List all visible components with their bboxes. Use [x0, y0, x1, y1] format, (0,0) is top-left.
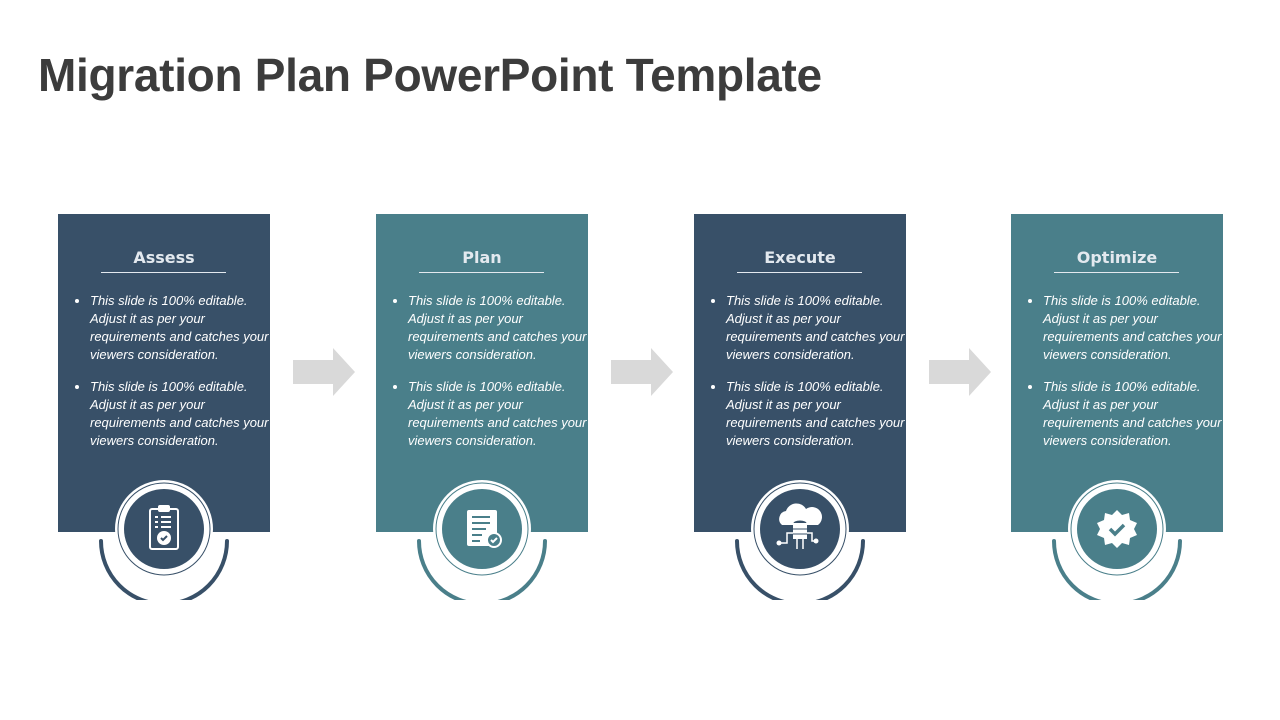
document-check-icon [467, 510, 502, 548]
bullet-list: This slide is 100% editable. Adjust it a… [72, 292, 270, 464]
step-title: Optimize [1076, 248, 1158, 267]
verified-badge-icon [1097, 510, 1137, 548]
step-card-assess: Assess This slide is 100% editable. Adju… [58, 214, 270, 532]
step-badge [1052, 480, 1182, 600]
bullet-item: This slide is 100% editable. Adjust it a… [1043, 292, 1223, 364]
step-badge [417, 480, 547, 600]
clipboard-check-icon [149, 505, 179, 550]
decorative-arc [735, 539, 865, 600]
decorative-arc [417, 539, 547, 600]
cloud-database-icon [776, 503, 822, 549]
bullet-item: This slide is 100% editable. Adjust it a… [90, 292, 270, 364]
bullet-item: This slide is 100% editable. Adjust it a… [408, 292, 588, 364]
arrow-right-icon [929, 348, 991, 396]
page-title: Migration Plan PowerPoint Template [38, 49, 822, 101]
step-card-optimize: Optimize This slide is 100% editable. Ad… [1011, 214, 1223, 532]
bullet-list: This slide is 100% editable. Adjust it a… [390, 292, 588, 464]
step-badge [99, 480, 229, 600]
step-card-plan: Plan This slide is 100% editable. Adjust… [376, 214, 588, 532]
title-underline [1054, 272, 1179, 273]
arrow-right-icon [293, 348, 355, 396]
title-underline [737, 272, 862, 273]
step-title: Execute [764, 248, 836, 267]
bullet-item: This slide is 100% editable. Adjust it a… [90, 378, 270, 450]
arrow-right-icon [611, 348, 673, 396]
bullet-item: This slide is 100% editable. Adjust it a… [408, 378, 588, 450]
bullet-list: This slide is 100% editable. Adjust it a… [708, 292, 906, 464]
title-underline [101, 272, 226, 273]
bullet-item: This slide is 100% editable. Adjust it a… [1043, 378, 1223, 450]
step-card-execute: Execute This slide is 100% editable. Adj… [694, 214, 906, 532]
step-title: Plan [462, 248, 502, 267]
bullet-item: This slide is 100% editable. Adjust it a… [726, 292, 906, 364]
step-title: Assess [133, 248, 195, 267]
decorative-arc [1052, 539, 1182, 600]
step-badge [735, 480, 865, 600]
bullet-list: This slide is 100% editable. Adjust it a… [1025, 292, 1223, 464]
decorative-arc [99, 539, 229, 600]
bullet-item: This slide is 100% editable. Adjust it a… [726, 378, 906, 450]
title-underline [419, 272, 544, 273]
